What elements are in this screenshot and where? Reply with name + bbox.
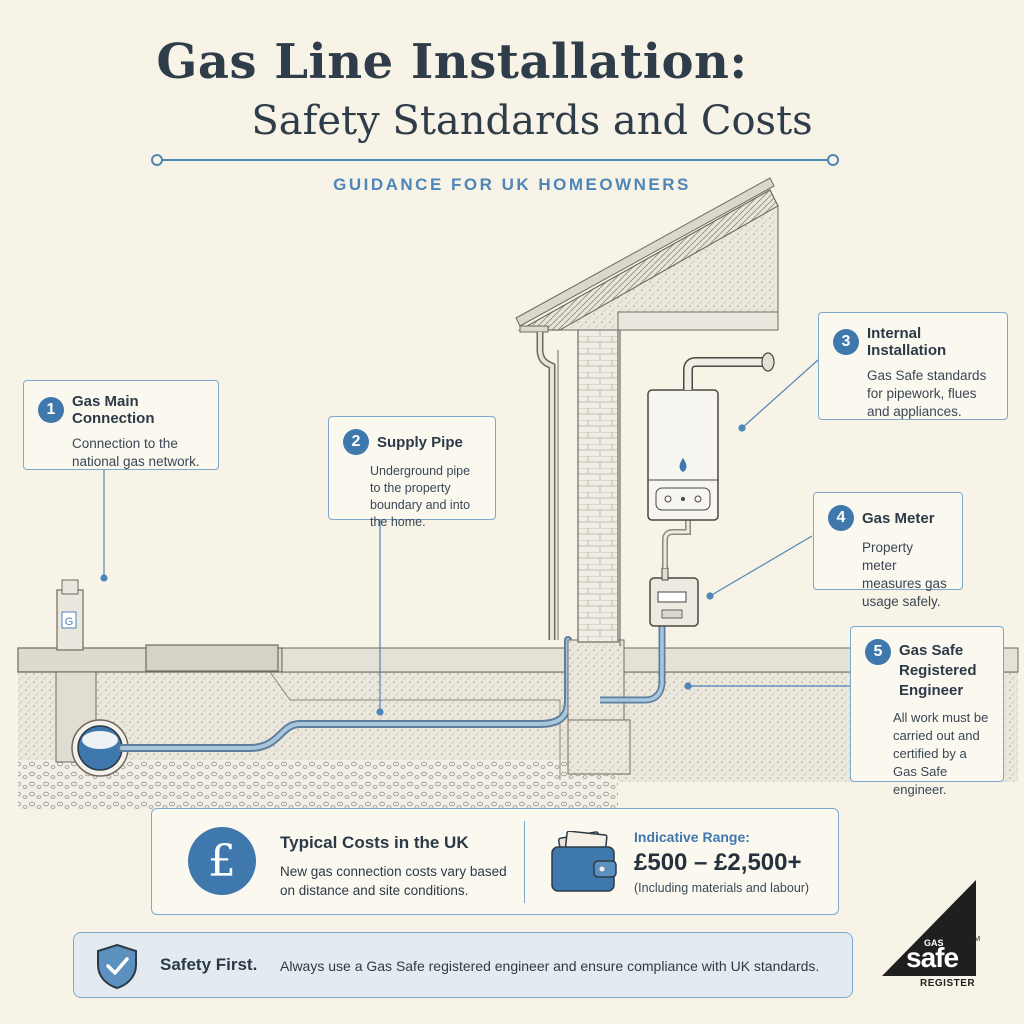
safety-text: Always use a Gas Safe registered enginee…: [280, 958, 820, 974]
callout-gas-main: 1 Gas Main Connection Connection to the …: [23, 380, 219, 470]
logo-safe-text: safe: [906, 942, 959, 973]
gas-safe-register-logo: GAS safe TM REGISTER: [880, 880, 980, 992]
callout-title: Gas Safe Registered Engineer: [899, 642, 977, 699]
callout-body: Underground pipe to the property boundar…: [370, 464, 471, 529]
callout-body: Connection to the national gas network.: [72, 436, 200, 469]
costs-description: New gas connection costs vary based on d…: [280, 864, 507, 898]
logo-trademark: TM: [970, 936, 981, 943]
step-badge: 1: [38, 397, 64, 423]
callout-title: Internal Installation: [867, 325, 947, 359]
callout-body: All work must be carried out and certifi…: [893, 710, 989, 797]
typical-costs-panel: £ Typical Costs in the UK New gas connec…: [151, 808, 839, 915]
range-value: £500 – £2,500+: [634, 849, 802, 876]
step-badge: 4: [828, 505, 854, 531]
range-note: (Including materials and labour): [634, 881, 810, 895]
range-label: Indicative Range:: [634, 829, 750, 845]
safety-title: Safety First.: [160, 955, 258, 974]
shield-check-icon: [97, 943, 137, 990]
marker-post-label: G: [65, 616, 74, 628]
step-badge: 5: [865, 639, 891, 665]
callout-title: Supply Pipe: [377, 433, 463, 451]
step-badge: 3: [833, 329, 859, 355]
logo-gas-text: GAS: [924, 938, 944, 948]
safety-first-banner: Safety First. Always use a Gas Safe regi…: [73, 932, 853, 998]
subtitle: GUIDANCE FOR UK HOMEOWNERS: [333, 175, 691, 194]
callout-body: Gas Safe standards for pipework, flues a…: [867, 368, 987, 419]
logo-register-text: REGISTER: [920, 978, 976, 989]
callout-supply-pipe: 2 Supply Pipe Underground pipe to the pr…: [328, 416, 496, 529]
page-title-line2: Safety Standards and Costs: [251, 98, 813, 144]
page-title: Gas Line Installation:: [156, 34, 748, 90]
callout-title: Gas Meter: [862, 509, 935, 527]
callout-body: Property meter measures gas usage safely…: [862, 540, 947, 609]
title-divider: [151, 154, 839, 166]
costs-title: Typical Costs in the UK: [280, 833, 469, 852]
callout-gas-safe-engineer: 5 Gas Safe Registered Engineer All work …: [850, 626, 1004, 797]
wallet-icon: [551, 831, 617, 892]
gas-safe-triangle-icon: [882, 880, 976, 976]
pound-icon: £: [188, 827, 256, 895]
callout-title: Gas Main Connection: [72, 393, 155, 427]
callout-internal-installation: 3 Internal Installation Gas Safe standar…: [818, 312, 1008, 420]
step-badge: 2: [343, 429, 369, 455]
divider: [524, 821, 525, 903]
callout-gas-meter: 4 Gas Meter Property meter measures gas …: [813, 492, 963, 609]
